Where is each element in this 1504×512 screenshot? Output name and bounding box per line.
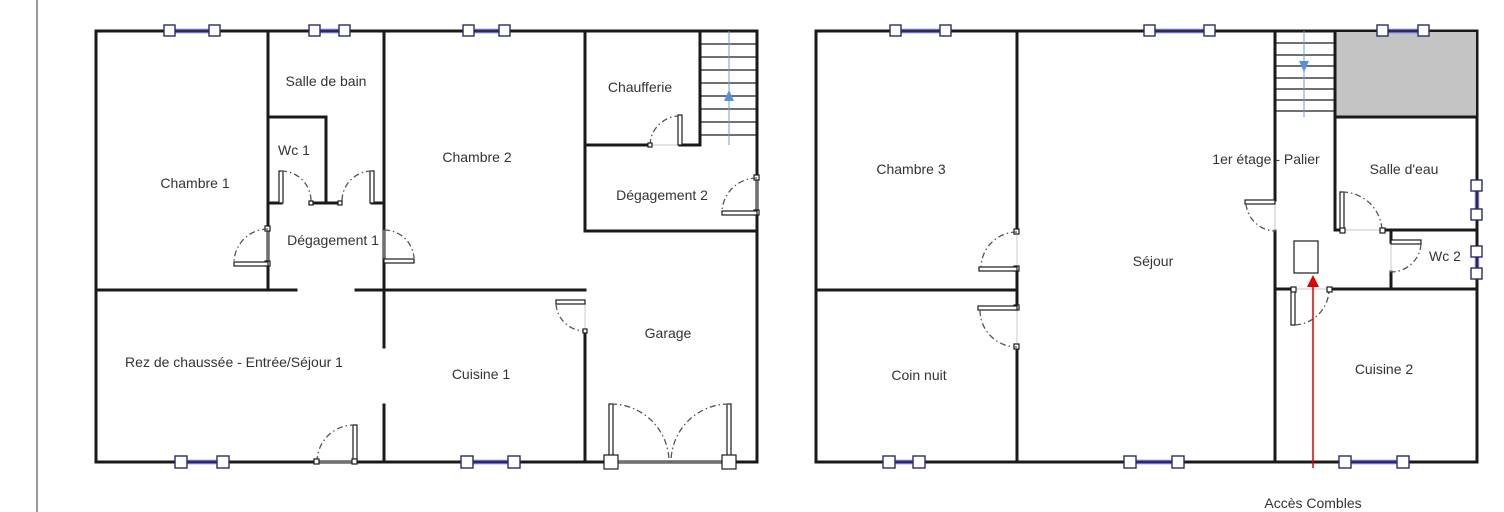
attic-hatch — [1293, 240, 1319, 274]
door-cuisine-2[interactable] — [1290, 286, 1333, 326]
room-label-wc-2: Wc 2 — [1429, 248, 1461, 264]
door-degagement-2[interactable] — [721, 174, 760, 216]
room-label-degagement-1: Dégagement 1 — [287, 232, 379, 248]
room-label-salle-d-eau: Salle d'eau — [1370, 161, 1439, 177]
door-chambre-2[interactable] — [383, 229, 415, 264]
window — [462, 24, 511, 37]
plan-1er-etage — [814, 24, 1483, 469]
staircase-down — [1275, 31, 1335, 117]
staircase-up — [700, 31, 757, 145]
stair-down-arrow-icon — [1299, 61, 1309, 72]
stair-up-arrow-icon — [724, 90, 734, 101]
window — [1470, 245, 1483, 280]
window — [1376, 24, 1430, 37]
window — [308, 24, 351, 37]
room-label-entree-sejour-1: Rez de chaussée - Entrée/Séjour 1 — [125, 354, 343, 370]
room-label-garage: Garage — [645, 325, 692, 341]
room-label-chambre-3: Chambre 3 — [876, 161, 945, 177]
door-entree[interactable] — [313, 424, 358, 465]
window — [174, 455, 230, 469]
window — [889, 24, 952, 37]
wc1-wall — [266, 115, 328, 205]
room-label-wc-1: Wc 1 — [278, 142, 310, 158]
window — [882, 455, 926, 469]
plan-rez-de-chaussee — [94, 24, 760, 470]
labels-1er-etage: Chambre 3 Séjour 1er étage - Palier Sall… — [876, 151, 1461, 511]
door-garage-side[interactable] — [555, 299, 588, 334]
annotation-acces-combles: Accès Combles — [1264, 495, 1361, 511]
window — [1143, 24, 1216, 37]
door-salle-d-eau[interactable] — [1339, 191, 1386, 234]
window — [1123, 455, 1185, 469]
door-chambre-1[interactable] — [233, 225, 271, 267]
room-label-chambre-2: Chambre 2 — [442, 149, 511, 165]
window — [1470, 179, 1483, 221]
room-label-degagement-2: Dégagement 2 — [616, 187, 708, 203]
room-label-palier: 1er étage - Palier — [1212, 151, 1320, 167]
room-label-cuisine-2: Cuisine 2 — [1355, 361, 1414, 377]
outer-wall — [814, 29, 1479, 464]
door-wc-2[interactable] — [1390, 239, 1422, 273]
labels-rez-de-chaussee: Chambre 1 Salle de bain Wc 1 Chambre 2 C… — [125, 73, 708, 382]
window — [1338, 455, 1410, 469]
shaded-void-area — [1335, 32, 1476, 117]
door-chambre-3[interactable] — [978, 228, 1020, 272]
door-garage-double[interactable] — [603, 403, 737, 470]
access-arrow-icon — [1307, 275, 1319, 287]
room-label-sejour: Séjour — [1133, 253, 1174, 269]
room-label-coin-nuit: Coin nuit — [891, 367, 946, 383]
door-chaufferie[interactable] — [647, 114, 683, 148]
door-sejour[interactable] — [1244, 199, 1276, 232]
door-wc1[interactable] — [278, 170, 314, 206]
door-salle-de-bain[interactable] — [337, 170, 375, 206]
wall — [1333, 29, 1343, 232]
window — [163, 24, 221, 37]
door-coin-nuit[interactable] — [977, 304, 1020, 350]
room-label-salle-de-bain: Salle de bain — [286, 73, 367, 89]
window — [460, 455, 521, 469]
room-label-chaufferie: Chaufferie — [608, 79, 673, 95]
outer-wall — [94, 29, 759, 464]
room-label-cuisine-1: Cuisine 1 — [452, 366, 511, 382]
room-label-chambre-1: Chambre 1 — [160, 175, 229, 191]
